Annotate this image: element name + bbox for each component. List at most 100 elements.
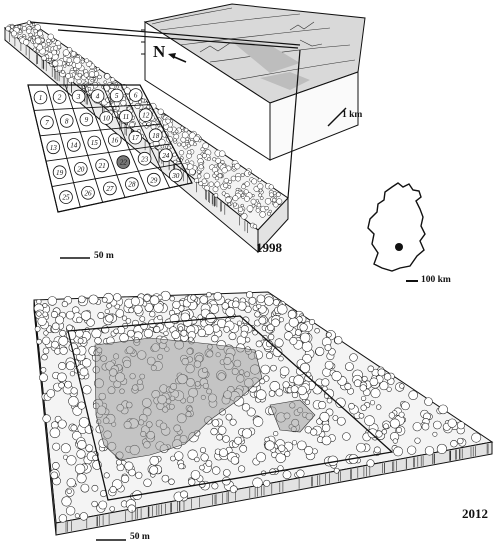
tree-crown: [168, 478, 175, 485]
tree-crown: [259, 211, 266, 218]
tree-crown: [267, 323, 275, 332]
tree-crown: [232, 202, 237, 207]
tree-crown: [50, 311, 58, 318]
tree-crown: [369, 377, 379, 387]
tree-crown: [243, 189, 249, 195]
tree-crown: [180, 125, 185, 130]
tree-crown: [78, 417, 90, 428]
tree-crown: [360, 404, 367, 411]
tree-crown: [457, 437, 464, 445]
tree-crown: [85, 444, 94, 453]
tree-crown: [336, 416, 346, 426]
tree-crown: [84, 58, 90, 64]
tree-crown: [272, 347, 283, 357]
tree-crown: [104, 308, 110, 314]
tree-crown: [112, 106, 117, 110]
tree-crown: [297, 385, 307, 396]
tree-crown: [255, 389, 267, 400]
tree-crown: [232, 300, 240, 308]
tree-crown: [273, 431, 279, 437]
tree-crown: [197, 328, 206, 338]
plot-1998-scale-label: 50 m: [94, 251, 114, 261]
tree-crown: [392, 438, 398, 444]
tree-crown: [359, 384, 367, 392]
tree-crown: [264, 440, 275, 451]
tree-crown: [310, 428, 318, 436]
tree-crown: [79, 512, 88, 521]
tree-crown: [104, 73, 111, 80]
tree-crown: [109, 486, 117, 494]
tree-crown: [379, 381, 389, 391]
tree-crown: [115, 309, 125, 318]
tree-crown: [77, 440, 87, 450]
site-location-dot: [395, 243, 403, 251]
tree-crown: [256, 452, 266, 463]
tree-crown: [263, 375, 270, 382]
tree-crown: [105, 314, 114, 323]
tree-crown: [178, 326, 184, 332]
subplot-marker: [59, 114, 74, 128]
tree-crown: [64, 380, 72, 389]
tree-crown: [234, 436, 243, 445]
tree-crown: [203, 185, 210, 192]
tree-crown: [214, 176, 220, 181]
tree-crown: [302, 353, 312, 364]
subplot-marker: [109, 88, 124, 103]
tree-crown: [386, 386, 392, 392]
tree-crown: [178, 463, 185, 470]
tree-crown: [65, 506, 76, 516]
tree-crown: [326, 397, 333, 404]
tree-crown: [58, 514, 68, 523]
terrain-side-face: [269, 71, 359, 161]
tree-crown: [78, 295, 86, 304]
tree-crown: [271, 318, 280, 327]
tree-crown: [217, 426, 227, 435]
tree-crown: [63, 64, 67, 68]
subplot-marker: [87, 135, 102, 150]
tree-crown: [61, 70, 65, 74]
forest-2012-plot-area: [67, 315, 394, 501]
tree-crown: [34, 37, 42, 45]
tree-crown: [76, 316, 83, 324]
tree-crown: [83, 72, 89, 78]
tree-crown: [153, 326, 161, 333]
tree-crown: [241, 428, 252, 439]
tree-crown: [42, 347, 50, 355]
tree-crown: [66, 57, 72, 63]
tree-crown: [180, 312, 190, 322]
tree-crown: [194, 456, 200, 463]
tree-crown: [314, 328, 320, 334]
grid-line: [64, 84, 104, 203]
terrain-shading: [230, 40, 310, 90]
subplot-number: 5: [115, 92, 119, 100]
tree-crown: [196, 174, 202, 179]
tree-crown: [40, 367, 47, 373]
tree-crown: [389, 418, 400, 429]
tree-crown: [278, 356, 284, 362]
tree-crown: [77, 401, 86, 410]
subplot-marker: [128, 88, 143, 102]
tree-crown: [393, 446, 403, 457]
tree-crown: [345, 362, 354, 371]
tree-crown: [279, 366, 290, 377]
subplot-marker: [137, 151, 152, 166]
subplot-number: 8: [65, 118, 69, 126]
tree-crown: [296, 469, 305, 478]
tree-crown: [96, 67, 100, 71]
forest-block-2012: [33, 290, 494, 536]
tree-crown: [66, 488, 72, 494]
tree-crown: [260, 364, 271, 375]
grid-line: [27, 84, 59, 213]
tree-crown: [232, 195, 239, 202]
tree-crown: [167, 126, 173, 133]
tree-crown: [200, 447, 206, 454]
tree-crown: [398, 411, 405, 418]
tree-crown: [250, 198, 257, 205]
terrain-block: [141, 3, 366, 161]
tree-crown: [424, 446, 435, 456]
tree-crown: [376, 404, 382, 410]
tree-crown: [366, 459, 375, 468]
subplot-number: 12: [142, 112, 150, 120]
